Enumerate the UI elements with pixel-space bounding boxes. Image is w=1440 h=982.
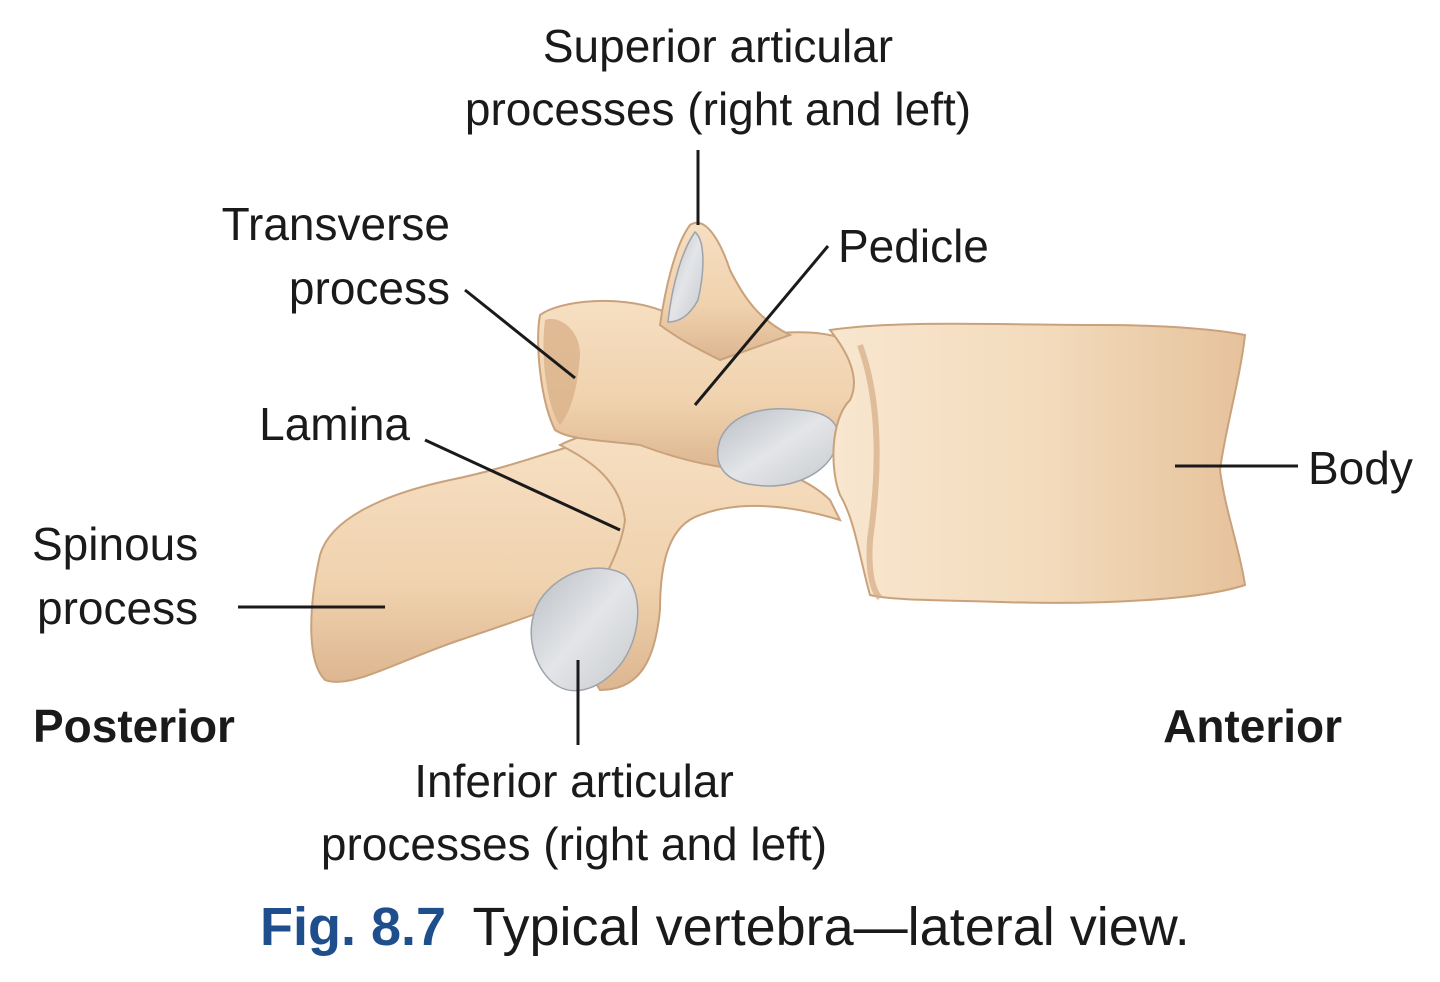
transverse-tip-shading [543,319,580,425]
label-spinous-line1: Spinous [32,518,198,570]
leader-pedicle [693,245,830,406]
superior-articular-facet [667,230,704,323]
label-posterior: Posterior [33,700,235,752]
label-lamina: Lamina [259,398,410,450]
label-spinous-line2: process [37,582,198,634]
vertebral-body-shape [828,322,1247,604]
leader-lamina [424,438,621,532]
label-pedicle: Pedicle [838,220,989,272]
leader-lines [238,150,1298,745]
vertebral-body-rim [857,343,883,601]
vertebra-illustration [310,221,1247,692]
label-superior-articular-line1: Superior articular [543,20,893,72]
caption-text: Typical vertebra—lateral view. [473,897,1190,957]
label-inferior-articular-line2: processes (right and left) [321,818,827,870]
label-inferior-articular-line1: Inferior articular [414,755,734,807]
pedicle-facet [716,408,839,487]
label-superior-articular-line2: processes (right and left) [465,83,971,135]
leader-transverse [464,288,576,380]
label-transverse-line1: Transverse [222,198,450,250]
label-anterior: Anterior [1163,700,1342,752]
caption-number: Fig. 8.7 [260,897,446,957]
figure-caption: Fig. 8.7 Typical vertebra—lateral view. [260,897,1190,957]
label-transverse-line2: process [289,262,450,314]
label-body: Body [1308,442,1413,494]
inferior-articular-shape [530,567,639,692]
